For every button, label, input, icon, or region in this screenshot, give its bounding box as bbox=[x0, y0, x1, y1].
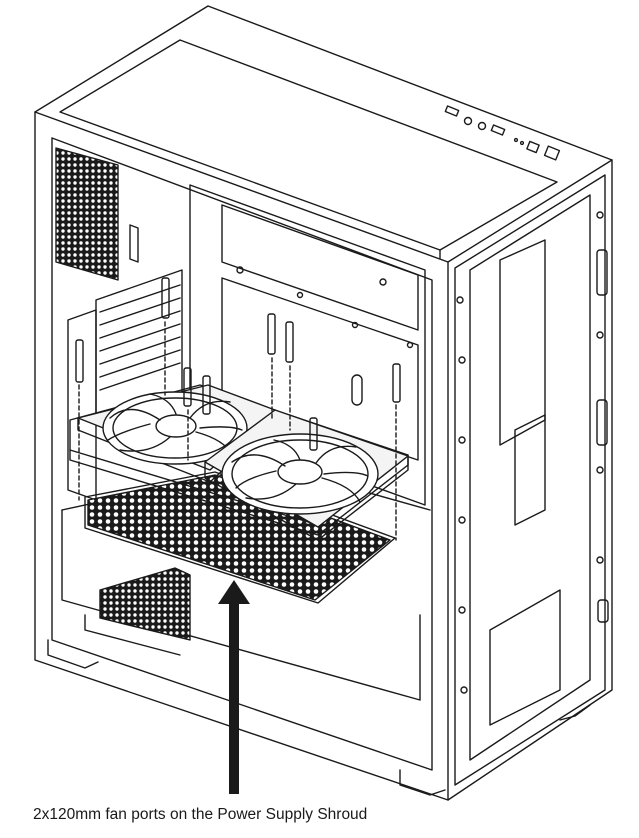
fan-right bbox=[204, 409, 409, 541]
motherboard-tray bbox=[189, 184, 426, 506]
io-panel bbox=[444, 105, 561, 161]
indicator-arrow bbox=[218, 580, 250, 794]
caption-text: 2x120mm fan ports on the Power Supply Sh… bbox=[33, 806, 368, 823]
rear-mesh bbox=[55, 147, 139, 281]
pc-case bbox=[34, 5, 613, 801]
glass-top-panel bbox=[59, 39, 558, 259]
cable-management bbox=[456, 211, 609, 726]
screws bbox=[75, 277, 401, 541]
